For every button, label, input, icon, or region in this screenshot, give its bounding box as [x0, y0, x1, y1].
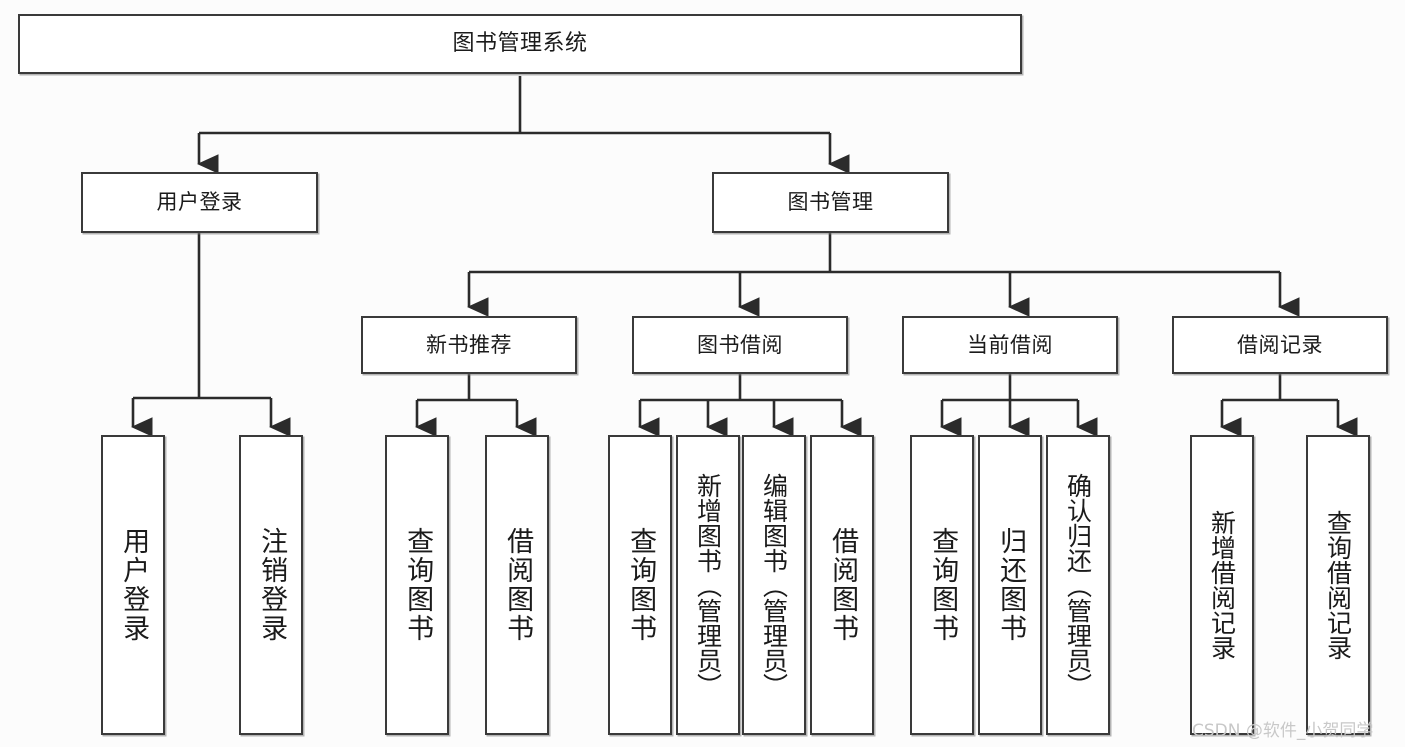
node-book-borrow-label: 图书借阅	[697, 332, 783, 357]
leaf-query-book-1[interactable]: 查询图书	[385, 435, 449, 735]
node-current-borrow-label: 当前借阅	[967, 332, 1053, 357]
leaf-add-book-label: 新增图书（管理员）	[693, 472, 723, 698]
csdn-watermark: CSDN @软件_小贺同学	[1192, 721, 1374, 741]
leaf-confirm-return-label: 确认归还（管理员）	[1063, 472, 1093, 698]
leaf-query-book-2-label: 查询图书	[625, 527, 657, 643]
node-user-login-label: 用户登录	[156, 190, 243, 214]
leaf-add-book[interactable]: 新增图书（管理员）	[676, 435, 740, 735]
node-book-manage-label: 图书管理	[787, 190, 874, 214]
node-root-label: 图书管理系统	[452, 31, 588, 56]
leaf-borrow-book-1-label: 借阅图书	[502, 527, 534, 643]
node-new-book-recommend[interactable]: 新书推荐	[361, 316, 577, 374]
leaf-query-record-label: 查询借阅记录	[1323, 510, 1353, 660]
leaf-query-book-3-label: 查询图书	[927, 527, 959, 643]
leaf-return-book-label: 归还图书	[995, 527, 1027, 643]
leaf-borrow-book-1[interactable]: 借阅图书	[485, 435, 549, 735]
node-current-borrow[interactable]: 当前借阅	[902, 316, 1118, 374]
leaf-add-record-label: 新增借阅记录	[1207, 510, 1237, 660]
leaf-borrow-book-2[interactable]: 借阅图书	[810, 435, 874, 735]
leaf-query-book-2[interactable]: 查询图书	[608, 435, 672, 735]
leaf-query-book-3[interactable]: 查询图书	[910, 435, 974, 735]
leaf-logout-login[interactable]: 注销登录	[239, 435, 303, 735]
node-book-manage[interactable]: 图书管理	[712, 172, 949, 233]
leaf-add-record[interactable]: 新增借阅记录	[1190, 435, 1254, 735]
leaf-logout-login-label: 注销登录	[256, 527, 288, 643]
leaf-user-login[interactable]: 用户登录	[101, 435, 165, 735]
leaf-borrow-book-2-label: 借阅图书	[827, 527, 859, 643]
node-user-login[interactable]: 用户登录	[81, 172, 318, 233]
leaf-edit-book[interactable]: 编辑图书（管理员）	[742, 435, 806, 735]
leaf-edit-book-label: 编辑图书（管理员）	[759, 472, 789, 698]
node-borrow-record-label: 借阅记录	[1237, 332, 1323, 357]
leaf-user-login-label: 用户登录	[118, 527, 150, 643]
node-new-book-recommend-label: 新书推荐	[426, 332, 512, 357]
node-borrow-record[interactable]: 借阅记录	[1172, 316, 1388, 374]
node-book-borrow[interactable]: 图书借阅	[632, 316, 848, 374]
leaf-query-book-1-label: 查询图书	[402, 527, 434, 643]
leaf-confirm-return[interactable]: 确认归还（管理员）	[1046, 435, 1110, 735]
leaf-query-record[interactable]: 查询借阅记录	[1306, 435, 1370, 735]
node-root[interactable]: 图书管理系统	[18, 14, 1022, 74]
leaf-return-book[interactable]: 归还图书	[978, 435, 1042, 735]
